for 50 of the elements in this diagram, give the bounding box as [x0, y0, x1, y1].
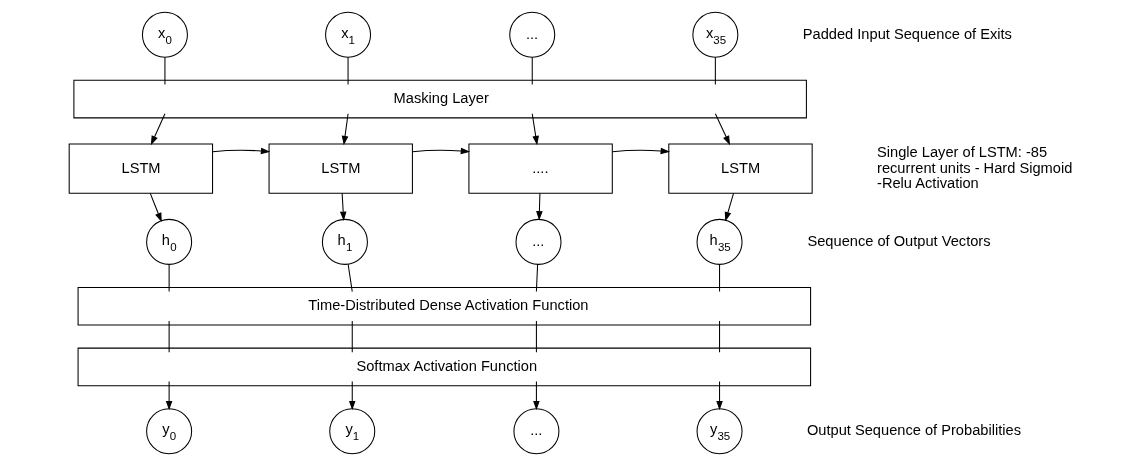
connector: [718, 320, 720, 353]
arrow: [211, 147, 270, 155]
connector: [714, 56, 716, 85]
node-circle: y$_{1}$: [328, 408, 375, 455]
arrow: [150, 113, 165, 146]
arrow: [165, 381, 172, 411]
arrow: [149, 192, 162, 223]
node-box: LSTM: [268, 143, 413, 194]
node-box: LSTM: [667, 143, 813, 194]
node-circle: y$_{35}$: [696, 408, 743, 455]
arrow: [611, 147, 670, 155]
node-box: ....: [467, 143, 613, 194]
node-circle: x$_{1}$: [324, 11, 371, 58]
label: Output Sequence of Probabilities: [806, 422, 1021, 439]
label: Padded Input Sequence of Exits: [802, 25, 1012, 42]
node-circle: h$_{0}$: [145, 218, 192, 265]
node-circle: ...: [508, 11, 555, 58]
arrow: [348, 381, 356, 411]
connector: [531, 56, 533, 85]
node-box: Masking Layer: [72, 79, 807, 119]
node-box: Time-Distributed Dense Activation Function: [77, 286, 811, 326]
arrow: [714, 113, 730, 146]
node-circle: ...: [512, 408, 559, 455]
node-circle: h$_{1}$: [321, 218, 368, 265]
arrow: [715, 381, 723, 411]
connector: [347, 56, 349, 85]
arrow: [339, 192, 346, 221]
connector: [168, 263, 170, 293]
arrow: [724, 192, 734, 222]
arrow: [535, 192, 543, 221]
node-circle: x$_{35}$: [691, 11, 738, 58]
arrow: [411, 147, 470, 155]
arrow: [531, 113, 539, 146]
node-circle: y$_{0}$: [145, 408, 192, 455]
node-circle: h$_{35}$: [696, 218, 743, 265]
label: Sequence of Output Vectors: [806, 232, 991, 249]
arrow: [341, 113, 349, 146]
connector: [163, 56, 165, 85]
connector: [535, 320, 537, 353]
node-circle: ...: [515, 218, 562, 265]
label: Single Layer of LSTM: -85 recurrent units - Hard Sigmoid -Relu Activation: [876, 143, 1072, 192]
connector: [347, 263, 353, 293]
connector: [535, 263, 538, 293]
arrow: [532, 381, 540, 411]
connector: [718, 263, 720, 293]
node-circle: x$_{0}$: [141, 11, 188, 58]
node-box: LSTM: [68, 143, 213, 194]
node-box: Softmax Activation Function: [77, 347, 811, 387]
connector: [351, 320, 353, 353]
connector: [168, 320, 170, 353]
